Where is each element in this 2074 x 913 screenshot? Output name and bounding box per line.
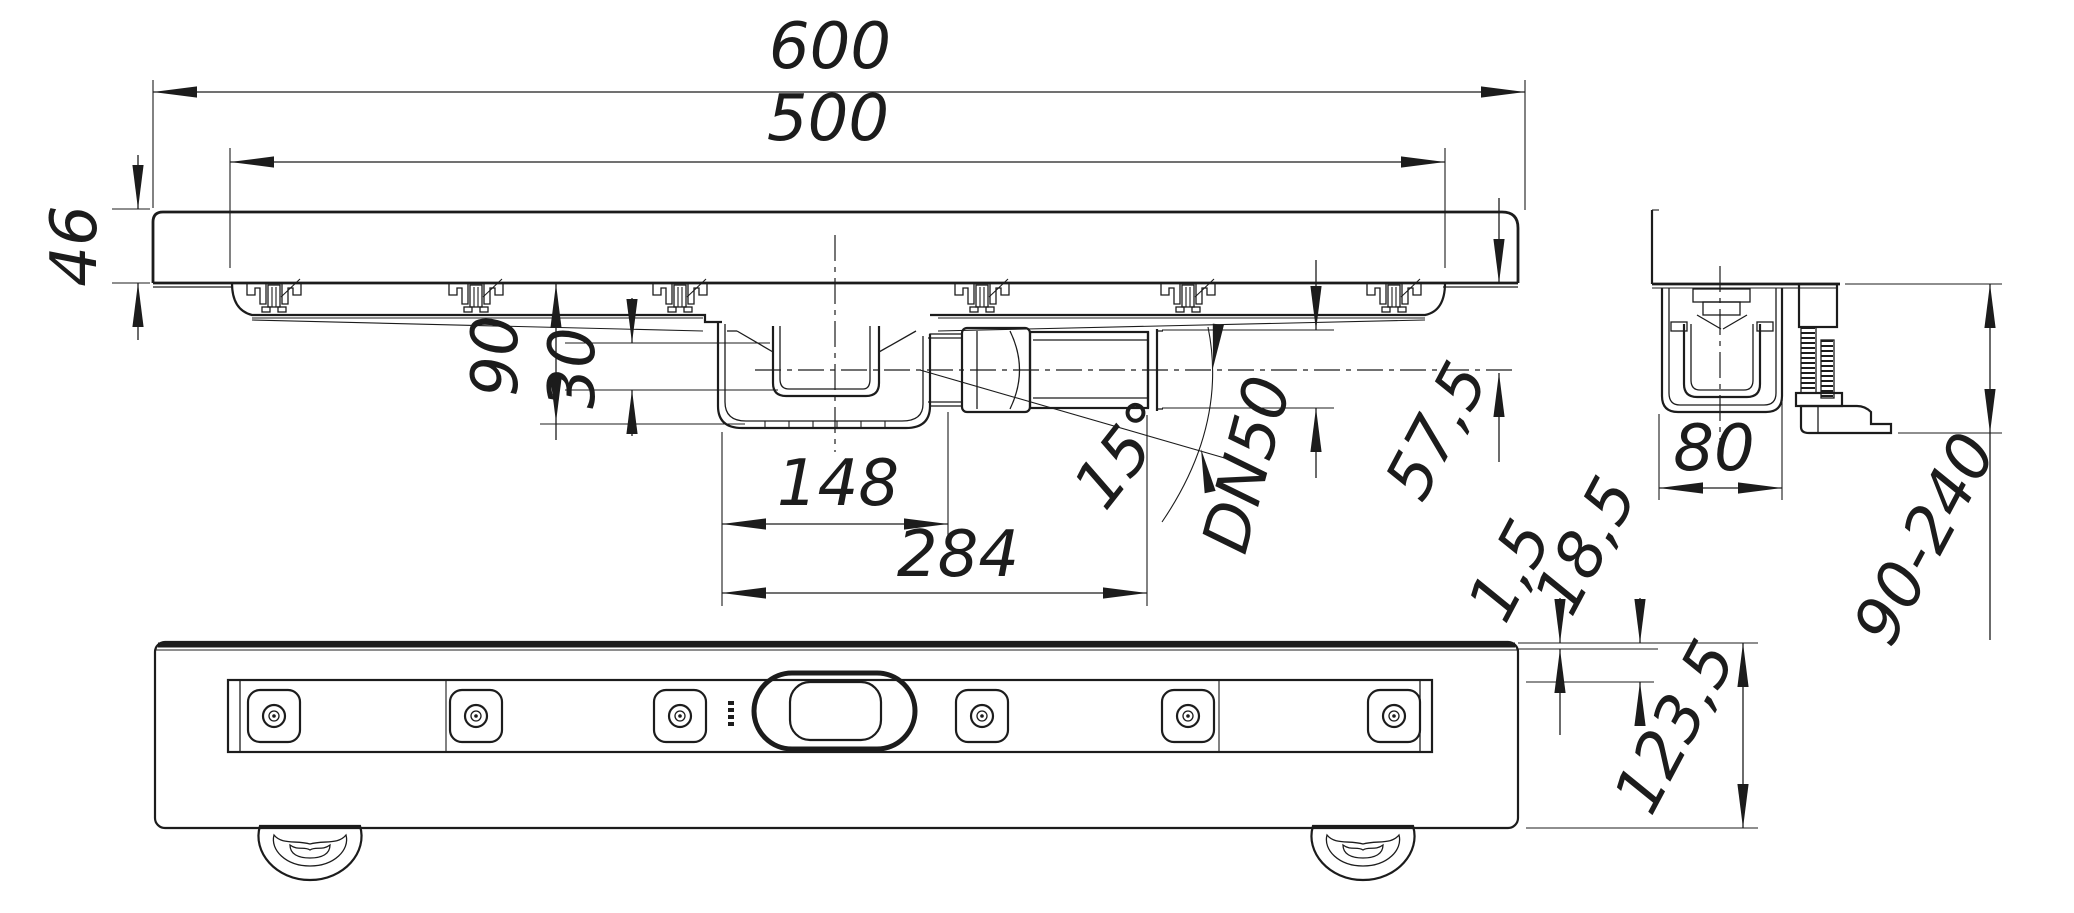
trap-length-label: 148 [777,447,899,521]
grate-length-label: 500 [767,82,889,156]
outlet-center-height-label: 57,5 [1371,351,1503,512]
plan-height-label: 123,5 [1600,629,1751,826]
trap [716,322,932,430]
plan-foot-right [1310,824,1416,882]
dim-edge-height: 46 [38,155,150,340]
dim-outlet-diameter: DN50 [1162,260,1334,560]
dim-water-seal-depth: 30 [536,298,778,436]
channel-width-label: 80 [1673,412,1754,486]
dim-adjust-height-range: 90-240 [1840,283,2012,657]
dim-grate-length: 500 [229,82,1446,268]
dim-outlet-length: 284 [722,415,1148,606]
dim-overall-length: 600 [152,10,1526,210]
tray-right [930,282,1447,317]
dim-outlet-center-height: 57,5 [1371,198,1505,512]
plan-body [153,640,1520,830]
outlet-diameter-label: DN50 [1189,369,1307,561]
outlet-length-label: 284 [897,518,1019,592]
water-seal-depth-label: 30 [536,327,610,408]
dim-flange: 18,5 [1520,466,1654,726]
plan-strip [226,678,1434,754]
adjustable-foot [1794,282,1893,435]
height-range-label: 90-240 [1840,422,2012,657]
trap-depth-label: 90 [459,315,533,396]
outlet-opening [751,670,918,752]
dim-trap-length: 148 [721,412,949,606]
edge-height-label: 46 [38,205,112,286]
channel-cross-outer [1660,288,1784,414]
dim-channel-width: 80 [1658,330,1783,500]
trap-vessel [1682,324,1762,399]
channel-body-outline [151,210,1520,283]
fixing-pads [246,688,1422,744]
view-cross-section: 80 90-240 [1650,209,2012,657]
dim-outlet-angle: 15° [919,323,1236,523]
plan-foot-left [257,824,363,882]
dim-trap-depth: 90 [459,284,745,440]
overall-length-label: 600 [769,10,891,84]
